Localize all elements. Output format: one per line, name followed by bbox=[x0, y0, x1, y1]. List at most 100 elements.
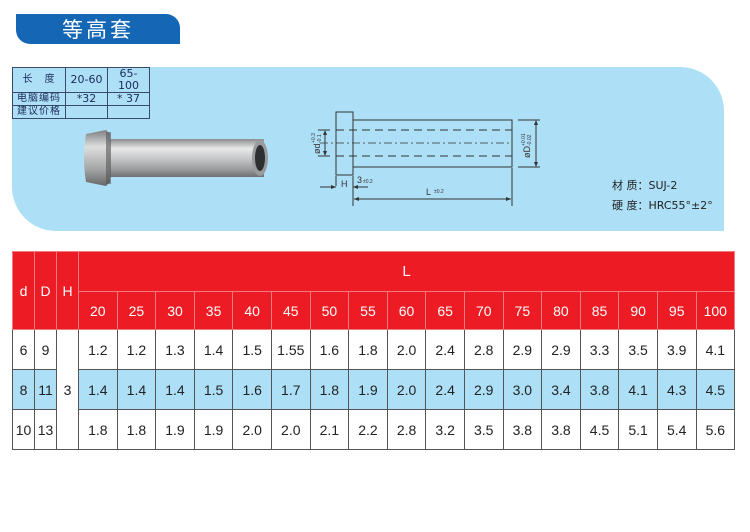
cell-d: 6 bbox=[12, 329, 35, 370]
header-L-value: 80 bbox=[541, 291, 581, 330]
header-L-value: 65 bbox=[425, 291, 465, 330]
svg-text:-0.02: -0.02 bbox=[527, 134, 533, 146]
cell-value: 1.2 bbox=[116, 329, 157, 370]
cell-value: 2.4 bbox=[425, 329, 465, 370]
cell-value: 2.8 bbox=[463, 329, 504, 370]
cell-H: 3 bbox=[56, 329, 79, 450]
svg-text:±0.2: ±0.2 bbox=[434, 189, 444, 195]
header-L-value: 50 bbox=[309, 291, 350, 330]
cell-value: 5.4 bbox=[656, 409, 697, 450]
cell-value: 2.9 bbox=[541, 329, 581, 370]
cell-value: 1.2 bbox=[78, 329, 118, 370]
header-L-value: 70 bbox=[463, 291, 504, 330]
cell-value: 2.2 bbox=[348, 409, 388, 450]
d-dimension-label: ød bbox=[312, 143, 322, 154]
cell-d: 10 bbox=[12, 409, 35, 450]
cell-value: 1.5 bbox=[193, 369, 234, 410]
cell-value: 3.0 bbox=[502, 369, 543, 410]
cell-value: 4.5 bbox=[579, 409, 620, 450]
cell-value: 1.6 bbox=[232, 369, 272, 410]
cell-value: 3.4 bbox=[541, 369, 581, 410]
cell-value: 3.8 bbox=[541, 409, 581, 450]
svg-text:3: 3 bbox=[357, 175, 362, 185]
cell-value: 3.5 bbox=[618, 329, 658, 370]
cell-value: 2.0 bbox=[232, 409, 272, 450]
cell-value: 2.4 bbox=[425, 369, 465, 410]
cell-value: 1.8 bbox=[348, 329, 388, 370]
bushing-image bbox=[84, 130, 268, 186]
cell-value: 2.1 bbox=[309, 409, 350, 450]
cell-value: 1.9 bbox=[155, 409, 195, 450]
hardness-value: HRC55°±2° bbox=[648, 199, 713, 212]
svg-text:-0.1: -0.1 bbox=[317, 134, 323, 143]
cell-value: 1.8 bbox=[309, 369, 350, 410]
cell-value: 2.8 bbox=[386, 409, 427, 450]
cell-value: 1.4 bbox=[78, 369, 118, 410]
header-L-value: 90 bbox=[618, 291, 658, 330]
hardness-line: 硬 度：HRC55°±2° bbox=[612, 199, 713, 212]
spec-row-length: 长 度 20-60 65-100 bbox=[12, 67, 150, 93]
spec-label: 长 度 bbox=[12, 67, 66, 93]
header-L-value: 85 bbox=[579, 291, 620, 330]
cell-value: 1.8 bbox=[78, 409, 118, 450]
svg-text:+0.3: +0.3 bbox=[311, 133, 317, 143]
cell-D: 9 bbox=[34, 329, 57, 370]
svg-text:±0.2: ±0.2 bbox=[363, 179, 373, 185]
header-L-value: 75 bbox=[502, 291, 543, 330]
header-H: H bbox=[56, 251, 79, 330]
material-info: 材 质：SUJ-2 硬 度：HRC55°±2° bbox=[612, 176, 713, 216]
H-dimension-label: H bbox=[341, 179, 348, 189]
cell-value: 3.3 bbox=[579, 329, 620, 370]
technical-drawing: ød +0.3 -0.1 øD +0.01 -0.02 H 3 ±0.2 L ±… bbox=[311, 111, 540, 206]
cell-value: 2.9 bbox=[463, 369, 504, 410]
cell-value: 2.9 bbox=[502, 329, 543, 370]
cell-value: 2.0 bbox=[386, 369, 427, 410]
material-value: SUJ-2 bbox=[648, 179, 678, 192]
cell-value: 1.3 bbox=[155, 329, 195, 370]
cell-value: 1.4 bbox=[116, 369, 157, 410]
header-L-value: 60 bbox=[386, 291, 427, 330]
spec-label: 电脑编码 bbox=[12, 92, 66, 106]
cell-value: 3.2 bbox=[425, 409, 465, 450]
cell-value: 1.4 bbox=[155, 369, 195, 410]
header-L-value: 45 bbox=[270, 291, 311, 330]
spec-row-code: 电脑编码 *32 * 37 bbox=[12, 92, 150, 106]
header-L-value: 25 bbox=[116, 291, 157, 330]
cell-d: 8 bbox=[12, 369, 35, 410]
spec-value: * 37 bbox=[107, 92, 150, 106]
spec-label: 建议价格 bbox=[12, 105, 66, 119]
cell-value: 1.4 bbox=[193, 329, 234, 370]
cell-value: 3.5 bbox=[463, 409, 504, 450]
L-dimension-label: L bbox=[426, 187, 431, 197]
header-L-value: 35 bbox=[193, 291, 234, 330]
spec-value bbox=[107, 105, 150, 119]
header-L: L bbox=[77, 251, 736, 292]
header-D: D bbox=[34, 251, 57, 330]
cell-value: 1.9 bbox=[193, 409, 234, 450]
header-L-value: 100 bbox=[695, 291, 736, 330]
header-L-value: 95 bbox=[656, 291, 697, 330]
D-dimension-label: øD bbox=[522, 146, 532, 158]
material-line: 材 质：SUJ-2 bbox=[612, 179, 678, 192]
cell-value: 1.8 bbox=[116, 409, 157, 450]
cell-value: 2.0 bbox=[270, 409, 311, 450]
cell-value: 1.55 bbox=[270, 329, 311, 370]
spec-value: 20-60 bbox=[65, 67, 108, 93]
spec-row-price: 建议价格 bbox=[12, 105, 150, 119]
header-L-value: 40 bbox=[232, 291, 272, 330]
cell-value: 4.3 bbox=[656, 369, 697, 410]
cell-value: 1.7 bbox=[270, 369, 311, 410]
cell-value: 4.1 bbox=[618, 369, 658, 410]
cell-value: 5.1 bbox=[618, 409, 658, 450]
spec-value: 65-100 bbox=[107, 67, 150, 93]
header-L-value: 20 bbox=[78, 291, 118, 330]
cell-value: 3.9 bbox=[656, 329, 697, 370]
cell-value: 4.5 bbox=[695, 369, 736, 410]
cell-value: 1.9 bbox=[348, 369, 388, 410]
header-L-value: 55 bbox=[348, 291, 388, 330]
cell-value: 4.1 bbox=[695, 329, 736, 370]
